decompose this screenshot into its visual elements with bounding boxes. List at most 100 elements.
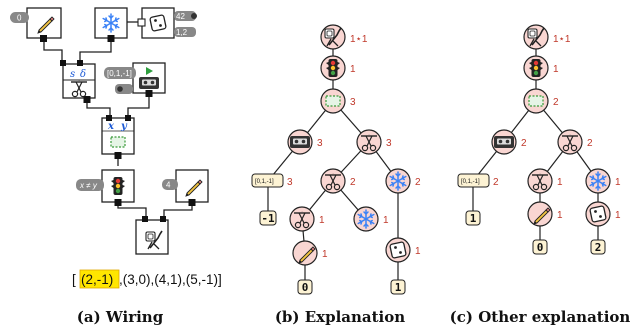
other-count-light: 1 bbox=[553, 64, 559, 75]
other-result-leaf-c[interactable]: 2 bbox=[590, 239, 606, 255]
other-node-placeholder[interactable]: 2 bbox=[523, 88, 559, 114]
other-result-leaf-b[interactable]: 0 bbox=[532, 239, 548, 255]
other-count-pencil: 1 bbox=[557, 210, 563, 221]
dice-input-port[interactable] bbox=[137, 18, 146, 27]
result-leaf-b[interactable]: 0 bbox=[297, 279, 313, 295]
tape-box[interactable] bbox=[132, 62, 166, 97]
dice-value-2: 1,2 bbox=[176, 28, 188, 37]
result-leaf-a[interactable]: -1 bbox=[259, 210, 277, 226]
condition-pill: x ≠ y bbox=[76, 179, 104, 191]
bind-label-y: y bbox=[120, 121, 128, 132]
other-result-a: 1 bbox=[470, 212, 477, 225]
dice-value-1: 42 bbox=[176, 12, 185, 21]
pair-label-delta: δ bbox=[80, 69, 86, 80]
other-count-rect: 2 bbox=[553, 97, 559, 108]
pencil2-port[interactable] bbox=[188, 199, 196, 206]
node-scissors-top[interactable]: 3 bbox=[356, 129, 392, 155]
count-pencil: 1 bbox=[322, 249, 328, 260]
condition-text: x ≠ y bbox=[79, 181, 98, 190]
count-snow-low: 1 bbox=[383, 215, 389, 226]
bind-output-port[interactable] bbox=[114, 152, 122, 159]
node-tape[interactable]: 3 bbox=[287, 129, 323, 155]
other-explanation-tree: 1⋆1 1 2 2 2 bbox=[450, 24, 631, 326]
pencil-value-pill: 0 bbox=[10, 12, 29, 23]
caption-a: (a) Wiring bbox=[77, 308, 164, 326]
other-list-label: [0,1,-1] bbox=[461, 179, 480, 185]
other-count-root: 1⋆1 bbox=[553, 34, 571, 45]
snowflake-box[interactable] bbox=[94, 7, 128, 42]
other-result-leaf-a[interactable]: 1 bbox=[465, 210, 481, 226]
pair-output-port[interactable] bbox=[83, 96, 91, 103]
other-node-traffic-light[interactable]: 1 bbox=[523, 55, 559, 81]
snowflake-port[interactable] bbox=[107, 35, 115, 42]
result-port-right[interactable] bbox=[160, 216, 166, 222]
node-placeholder[interactable]: 3 bbox=[320, 88, 356, 114]
node-list[interactable]: [0,1,-1] 3 bbox=[251, 173, 293, 188]
other-count-snow: 1 bbox=[615, 177, 621, 188]
other-node-tape[interactable]: 2 bbox=[491, 129, 527, 155]
result-rest: ,(3,0),(4,1),(5,-1)] bbox=[119, 272, 222, 287]
result-highlight: (2,-1) bbox=[81, 272, 113, 287]
result-box[interactable] bbox=[135, 216, 169, 255]
guard-box[interactable] bbox=[101, 169, 135, 206]
other-result-b: 0 bbox=[537, 241, 544, 254]
other-node-pencil[interactable]: 1 bbox=[527, 201, 563, 227]
node-root[interactable]: 1⋆1 bbox=[320, 24, 368, 50]
pencil-box-2[interactable] bbox=[175, 169, 209, 206]
wiring-panel: 0 42 1,2 s δ bbox=[10, 7, 222, 326]
pencil2-value: 4 bbox=[166, 181, 171, 190]
count-scissors-mid: 2 bbox=[350, 177, 356, 188]
other-count-scissors: 2 bbox=[587, 138, 593, 149]
node-dice[interactable]: 1 bbox=[385, 237, 421, 263]
pair-port-right[interactable] bbox=[77, 60, 83, 66]
count-tape: 3 bbox=[317, 138, 323, 149]
pair-split-box[interactable]: s δ bbox=[60, 60, 96, 103]
pencil-value: 0 bbox=[17, 14, 22, 23]
explanation-result-c: 1 bbox=[395, 281, 402, 294]
caption-b: (b) Explanation bbox=[275, 308, 405, 326]
count-scissors-low: 1 bbox=[319, 215, 325, 226]
pencil-box[interactable] bbox=[26, 7, 62, 42]
guard-port[interactable] bbox=[114, 199, 122, 206]
node-snowflake-low[interactable]: 1 bbox=[353, 206, 389, 232]
node-scissors-low[interactable]: 1 bbox=[289, 206, 325, 232]
count-list: 3 bbox=[287, 177, 293, 188]
other-node-dice[interactable]: 1 bbox=[585, 201, 621, 227]
count-root: 1⋆1 bbox=[350, 34, 368, 45]
other-node-root[interactable]: 1⋆1 bbox=[523, 24, 571, 50]
other-node-scissors-low[interactable]: 1 bbox=[527, 168, 563, 194]
tape-port[interactable] bbox=[145, 90, 153, 97]
pair-port-left[interactable] bbox=[60, 60, 66, 66]
result-leaf-c[interactable]: 1 bbox=[390, 279, 406, 295]
tape-icon bbox=[139, 77, 159, 89]
node-traffic-light[interactable]: 1 bbox=[320, 55, 356, 81]
bind-port-left[interactable] bbox=[106, 115, 112, 121]
result-port-left[interactable] bbox=[142, 216, 148, 222]
explanation-tree: 1⋆1 1 3 3 3 bbox=[251, 24, 421, 326]
node-snowflake[interactable]: 2 bbox=[385, 168, 421, 194]
dice-values: 42 1,2 bbox=[174, 11, 197, 37]
count-light: 1 bbox=[350, 64, 356, 75]
other-node-list[interactable]: [0,1,-1] 2 bbox=[457, 173, 499, 188]
count-dice: 1 bbox=[415, 246, 421, 257]
placeholder-rect-icon bbox=[110, 136, 126, 148]
pencil-port[interactable] bbox=[40, 35, 47, 42]
count-rect: 3 bbox=[350, 97, 356, 108]
count-scissors-top: 3 bbox=[386, 138, 392, 149]
node-pencil[interactable]: 1 bbox=[292, 240, 328, 266]
dice-box[interactable] bbox=[137, 7, 175, 39]
count-snow: 2 bbox=[415, 177, 421, 188]
other-node-scissors[interactable]: 2 bbox=[557, 129, 593, 155]
pair-label-s: s bbox=[70, 69, 75, 80]
explanation-result-a: -1 bbox=[261, 212, 275, 225]
other-node-snowflake[interactable]: 1 bbox=[585, 168, 621, 194]
explanation-list-label: [0,1,-1] bbox=[255, 179, 274, 185]
explanation-nodes: 1⋆1 1 3 3 3 bbox=[251, 24, 421, 295]
node-scissors-mid[interactable]: 2 bbox=[320, 168, 356, 194]
bind-box[interactable]: x y bbox=[101, 115, 135, 159]
bind-port-right[interactable] bbox=[125, 115, 131, 121]
other-count-list: 2 bbox=[493, 177, 499, 188]
caption-c: (c) Other explanation bbox=[450, 308, 631, 326]
list-pill: [0,1,-1] bbox=[104, 67, 136, 94]
